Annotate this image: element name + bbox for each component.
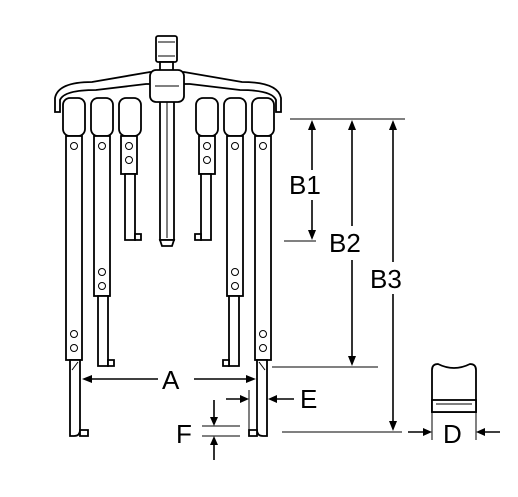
jaw-detail: [431, 363, 477, 413]
dimension-d: [408, 412, 500, 440]
dimension-b3: [389, 120, 397, 431]
dimension-f: [202, 400, 240, 460]
label-b2: B2: [329, 228, 361, 258]
label-f: F: [176, 419, 192, 449]
label-d: D: [443, 419, 462, 449]
label-e: E: [300, 384, 317, 414]
label-b3: B3: [370, 264, 402, 294]
dimension-b1: [308, 120, 316, 240]
inner-arm-left: [120, 135, 142, 241]
dimension-b2: [348, 120, 356, 366]
dimension-e: [226, 390, 294, 430]
spindle: [155, 35, 178, 247]
outer-arm-left: [65, 135, 89, 437]
dimension-a: [82, 375, 256, 383]
middle-arm-left: [93, 135, 115, 367]
outer-arm-right: [248, 135, 272, 437]
label-b1: B1: [289, 170, 321, 200]
label-a: A: [162, 365, 180, 395]
arm-heads: [62, 97, 275, 137]
inner-arm-right: [194, 135, 216, 241]
yoke: [54, 69, 282, 113]
middle-arm-right: [222, 135, 244, 367]
